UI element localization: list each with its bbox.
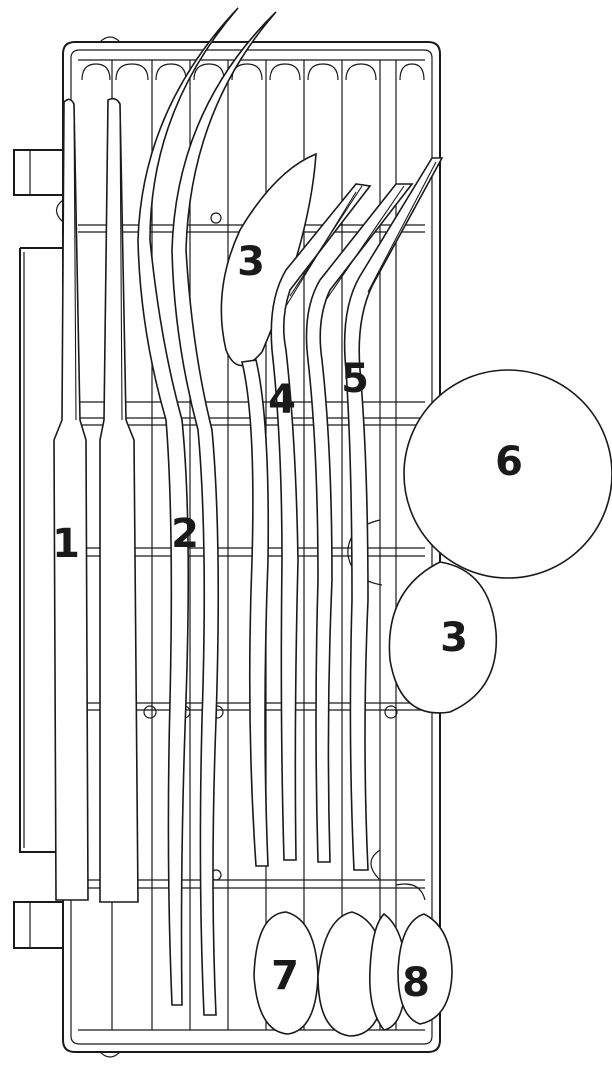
callout-5: 5 bbox=[341, 356, 369, 402]
callout-4: 4 bbox=[268, 377, 296, 423]
fork-middle bbox=[305, 183, 414, 863]
serving-knives-group bbox=[137, 7, 277, 1016]
serving-spoon-upper bbox=[220, 152, 317, 867]
serving-knife-left bbox=[137, 7, 239, 1006]
knife-left bbox=[53, 98, 89, 901]
knife-right bbox=[99, 97, 139, 903]
fork-4 bbox=[270, 183, 372, 861]
callout-3-upper: 3 bbox=[237, 239, 265, 285]
callout-6: 6 bbox=[495, 439, 523, 485]
forks-group bbox=[270, 157, 444, 871]
spoons-group bbox=[253, 911, 453, 1037]
serving-spoon-lower bbox=[388, 561, 498, 714]
knives-group bbox=[53, 97, 139, 903]
callout-1: 1 bbox=[52, 521, 80, 567]
callout-labels: 1 2 3 4 5 6 3 7 8 bbox=[52, 239, 523, 1006]
callout-3-lower: 3 bbox=[440, 615, 468, 661]
serving-knife-right bbox=[171, 11, 277, 1016]
callout-8: 8 bbox=[402, 960, 430, 1006]
plate bbox=[403, 369, 612, 579]
spoon-8b bbox=[397, 913, 453, 1025]
fork-5 bbox=[343, 157, 444, 871]
spoon-7a bbox=[253, 911, 319, 1035]
callout-2: 2 bbox=[171, 511, 199, 557]
callout-7: 7 bbox=[271, 953, 299, 999]
